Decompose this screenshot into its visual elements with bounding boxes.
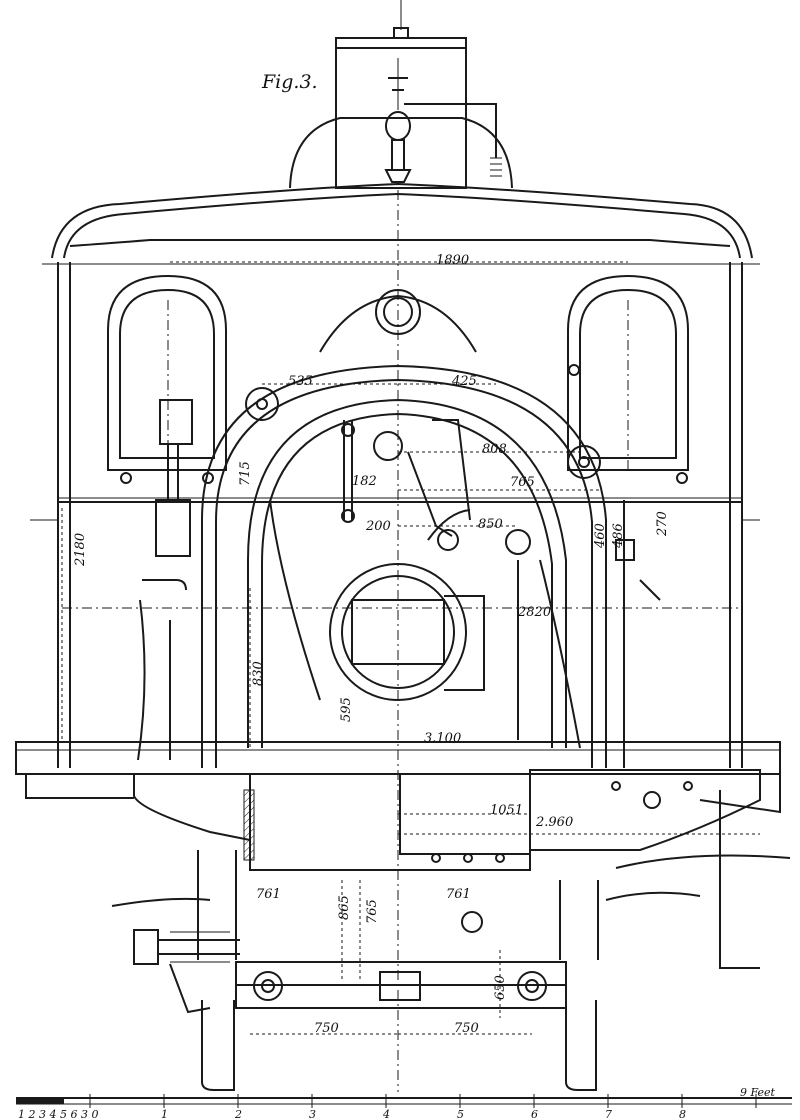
dim-2820: 2820: [517, 605, 551, 620]
dim-460: 460: [593, 523, 608, 549]
scale-tick-5: 5: [457, 1108, 464, 1120]
dim-765a: 765: [510, 475, 535, 490]
drawbar-coupling: [133, 929, 240, 1014]
steam-dome: [289, 117, 513, 189]
dim-595: 595: [339, 697, 354, 722]
dimension-labels: 1890 535 425 808 765 182 715 200 850 218…: [73, 253, 670, 1036]
dim-808: 808: [482, 442, 507, 457]
scale-tick-3: 3: [309, 1108, 316, 1120]
wheels: [197, 850, 599, 1091]
scale-left-ticks: 1 2 3 4 5 6 3 0: [18, 1108, 98, 1120]
buffer-beam: [133, 769, 761, 871]
dimension-lines: [61, 261, 780, 1035]
dim-761a: 761: [256, 887, 281, 902]
dim-850: 850: [478, 517, 503, 532]
scale-tick-2: 2: [234, 1108, 242, 1120]
whistle-assembly: [384, 58, 502, 183]
dim-182: 182: [352, 474, 377, 489]
dim-761b: 761: [446, 887, 471, 902]
scale-tick-4: 4: [382, 1108, 390, 1120]
water-gauge-glass: [341, 420, 355, 523]
dim-1890: 1890: [436, 253, 469, 268]
firebox-door: [329, 563, 485, 701]
regulator-handle: [407, 419, 471, 551]
dim-486: 486: [611, 523, 626, 549]
right-side-fittings: [615, 500, 661, 768]
brake-pipes: [111, 790, 791, 969]
dim-715: 715: [238, 461, 253, 486]
dim-2960: 2.960: [535, 815, 573, 830]
axle-assembly: [235, 911, 567, 1009]
dim-830: 830: [251, 661, 266, 686]
centre-lines: [62, 190, 740, 1092]
dim-750b: 750: [454, 1021, 479, 1036]
dim-425: 425: [451, 374, 477, 389]
dim-3100: 3.100: [424, 731, 461, 746]
scale-unit: 9 Feet: [740, 1086, 776, 1099]
scale-tick-7: 7: [605, 1108, 612, 1120]
dim-200: 200: [365, 519, 391, 534]
scale-tick-8: 8: [679, 1108, 686, 1120]
figure-label: Fig.3.: [261, 71, 318, 93]
valve-handwheels: [245, 387, 601, 555]
dim-650: 650: [493, 975, 508, 1000]
dim-2180: 2180: [73, 533, 88, 567]
dim-1051: 1051: [490, 803, 523, 818]
scale-tick-6: 6: [531, 1108, 538, 1120]
left-cab-window: [107, 274, 227, 484]
chimney: [335, 0, 467, 189]
dim-865: 865: [337, 895, 352, 920]
right-cab-window: [567, 274, 689, 484]
dim-750a: 750: [314, 1021, 339, 1036]
dim-765b: 765: [365, 899, 380, 924]
dim-535: 535: [288, 374, 313, 389]
scale-tick-1: 1: [161, 1108, 168, 1120]
scale-bar: 1 2 3 4 5 6 3 0 1 2 3 4 5 6 7 8 9 Feet: [16, 1086, 792, 1120]
reversing-lever: [137, 399, 193, 761]
cab-body: [30, 239, 760, 768]
cab-roof: [42, 182, 760, 265]
injector-pipes: [269, 499, 581, 749]
dim-270: 270: [655, 511, 670, 537]
